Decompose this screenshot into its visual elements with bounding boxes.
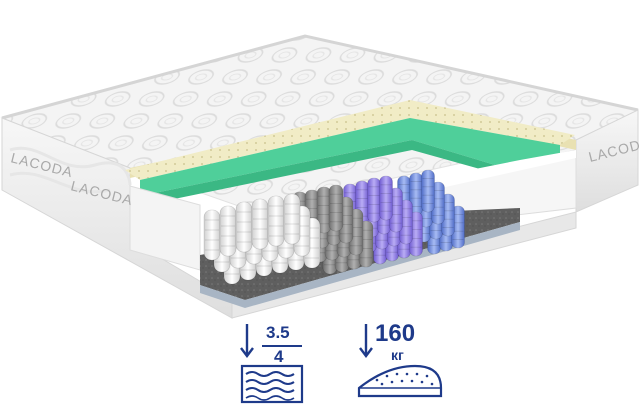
brand-label-right: LACODA (587, 134, 640, 165)
spring-coil (441, 193, 455, 237)
mattress-springs-icon (240, 324, 304, 404)
max-load-unit: кг (391, 347, 404, 363)
max-load-value: 160 (375, 320, 416, 347)
spring-coil (283, 193, 301, 245)
max-load-spec: 160 кг (357, 322, 447, 406)
brand-labels: LACODA LACODA LACODA (9, 134, 640, 208)
stiffness-bottom-value: 4 (274, 347, 284, 366)
spring-coil (328, 184, 344, 232)
brand-label-left: LACODA (9, 149, 75, 180)
spring-coil (409, 172, 423, 216)
mattress-illustration (0, 34, 639, 319)
spring-coil (379, 175, 393, 221)
spring-coil (219, 205, 237, 257)
stiffness-top-value: 3.5 (266, 323, 290, 342)
brand-label-side: LACODA (69, 177, 135, 208)
stiffness-spec: 3.5 4 (240, 322, 330, 406)
foam-layer (140, 118, 560, 196)
spring-coil (409, 211, 423, 257)
spring-coil (421, 169, 435, 213)
pocket-springs (203, 169, 465, 285)
weight-pad-icon (357, 324, 443, 398)
spring-coil (451, 205, 465, 249)
spring-coil (203, 209, 221, 261)
